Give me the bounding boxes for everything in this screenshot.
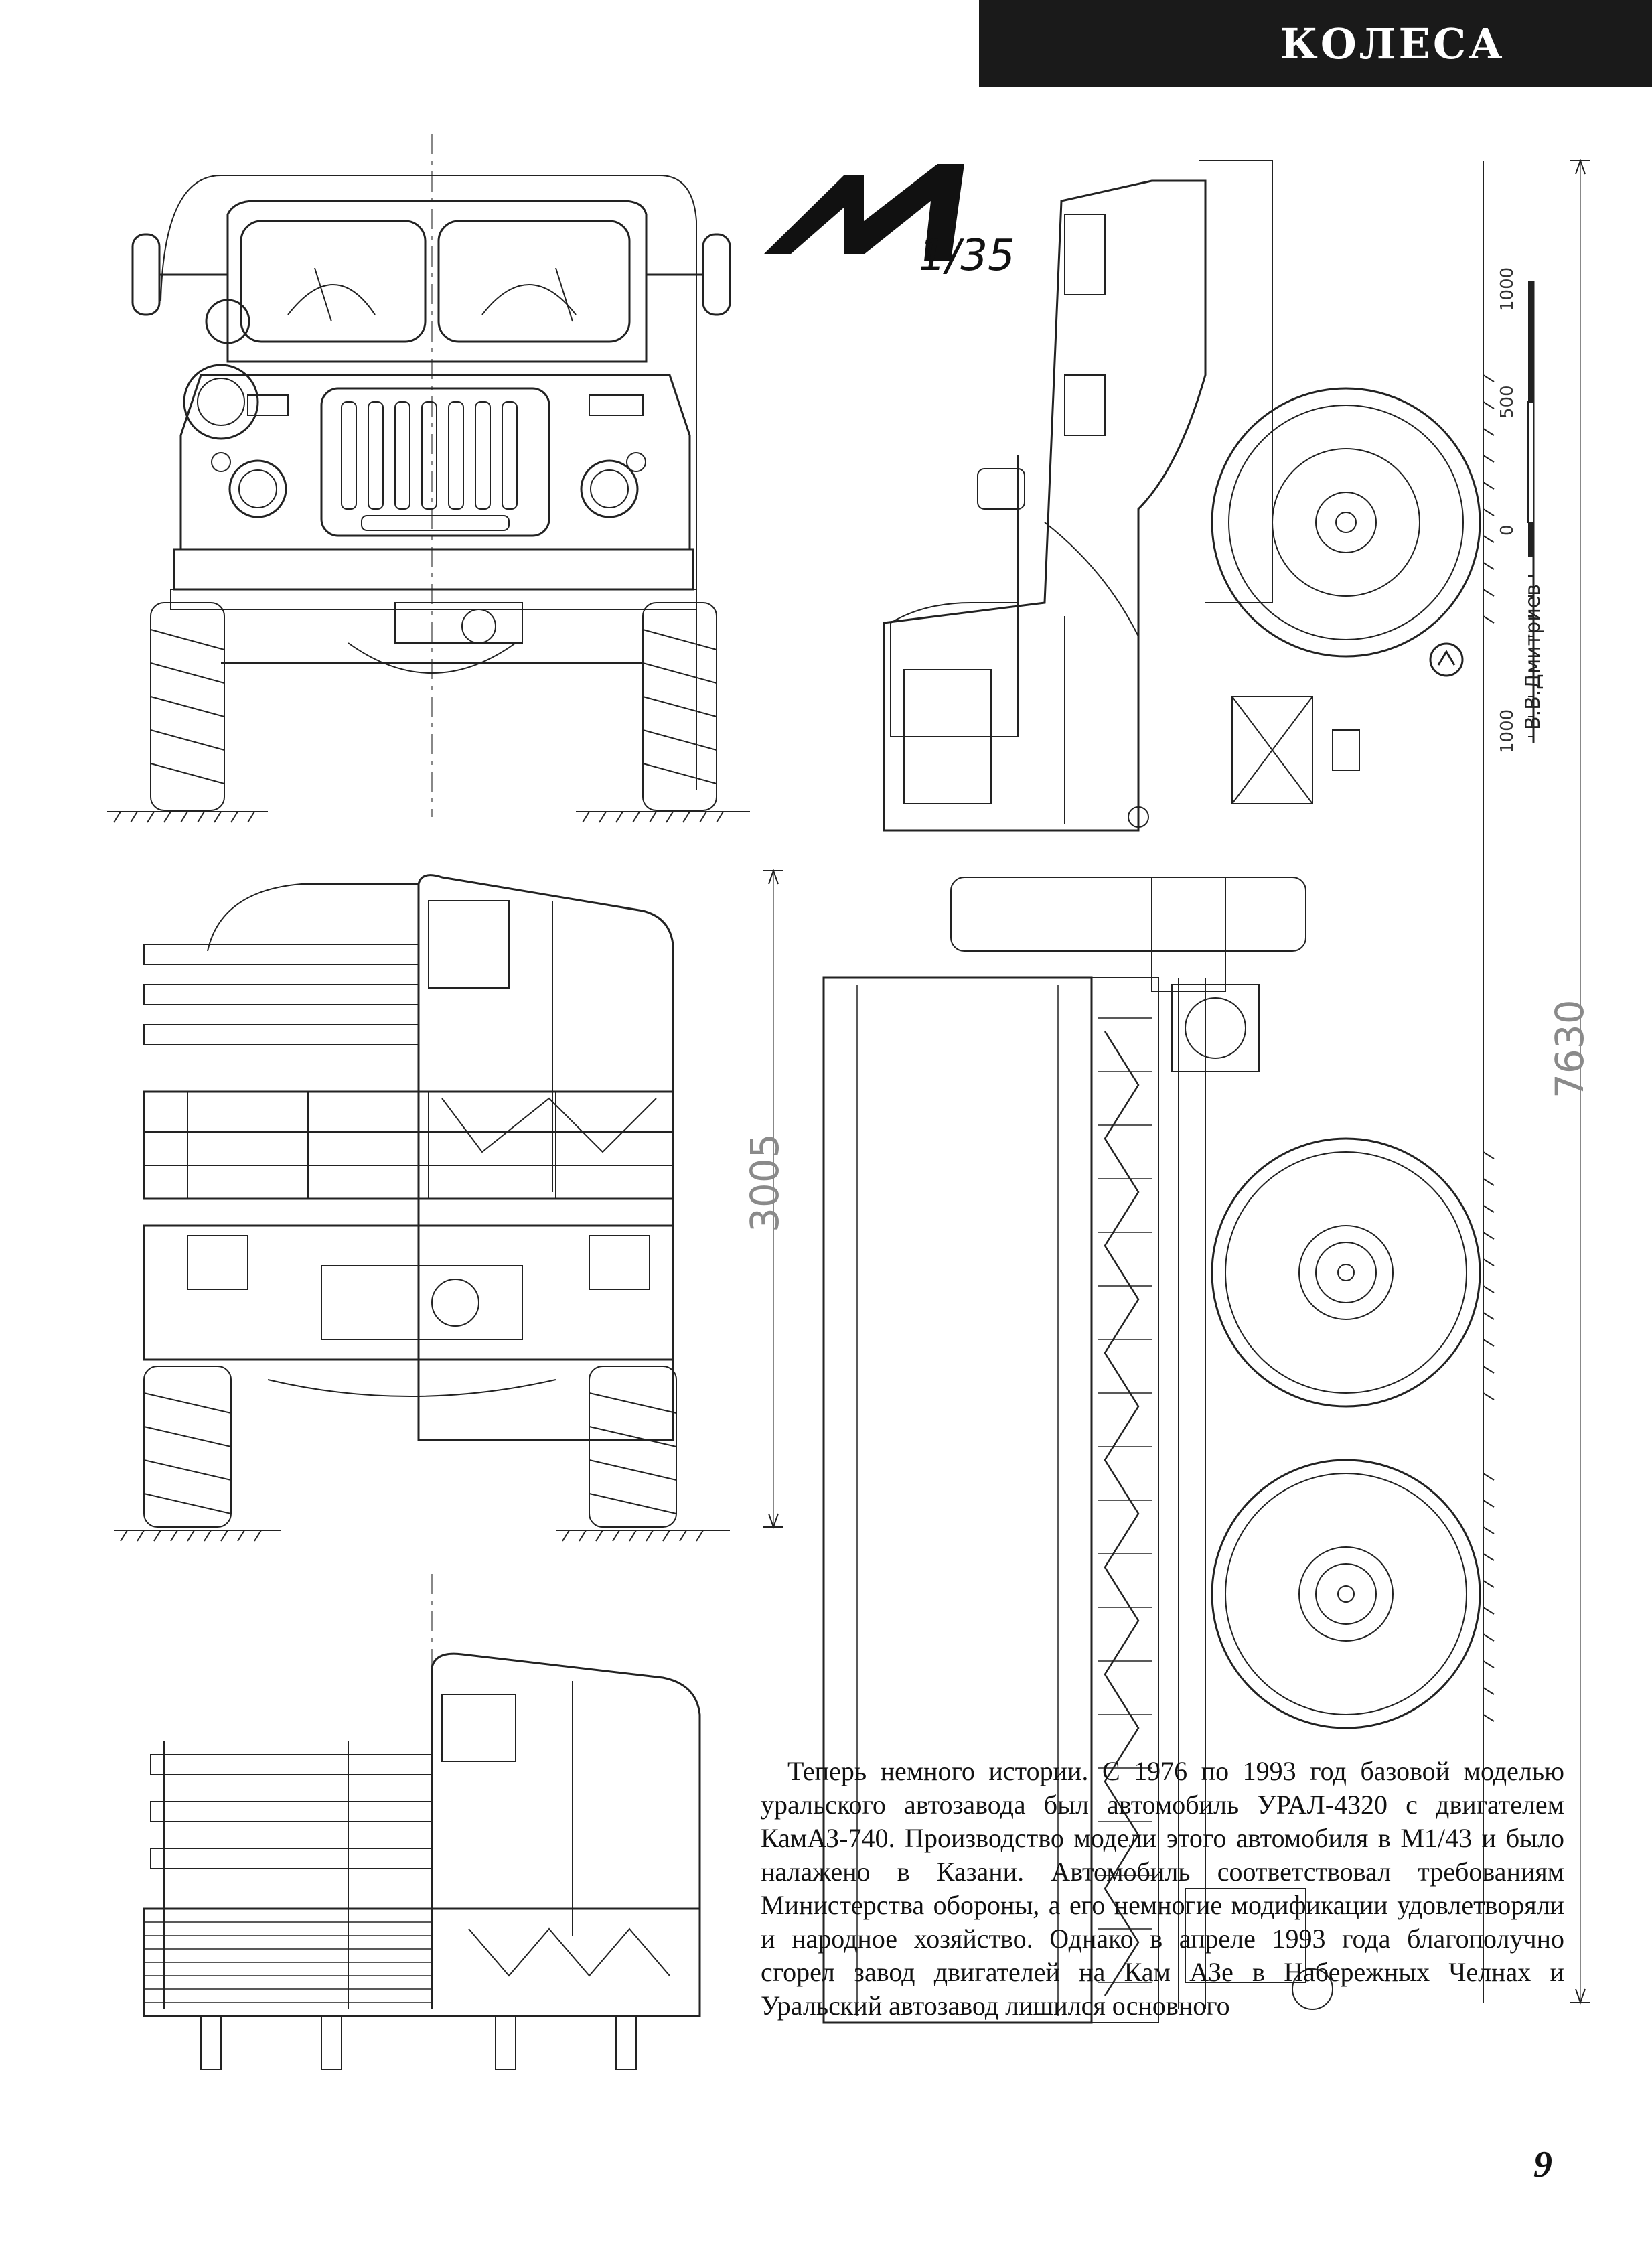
scale-label-0: 0 [1497, 524, 1517, 536]
front-view [107, 134, 750, 823]
side-view [822, 158, 1590, 2024]
page-number: 9 [1533, 2144, 1552, 2185]
section-header: КОЛЕСА [979, 0, 1652, 87]
scale-label-500: 500 [1497, 385, 1517, 419]
m-logo [763, 164, 964, 261]
bed-detail-view [143, 1574, 701, 2070]
scale-label-1000-top: 1000 [1497, 267, 1517, 311]
scale-bar [1527, 281, 1535, 743]
height-dimension: 3005 [742, 1133, 787, 1232]
ural-emblem-icon [1429, 642, 1464, 677]
model-scale: 1/35 [919, 231, 1015, 281]
section-title: КОЛЕСА [1280, 19, 1505, 68]
scale-label-1000-bottom: 1000 [1497, 709, 1517, 753]
author-credit: В.В.Дмитриев [1521, 584, 1545, 730]
article-paragraph: Теперь немного истории. С 1976 по 1993 г… [761, 1756, 1564, 2021]
rear-view [114, 868, 783, 1542]
overall-length-dimension: 7630 [1547, 999, 1592, 1098]
